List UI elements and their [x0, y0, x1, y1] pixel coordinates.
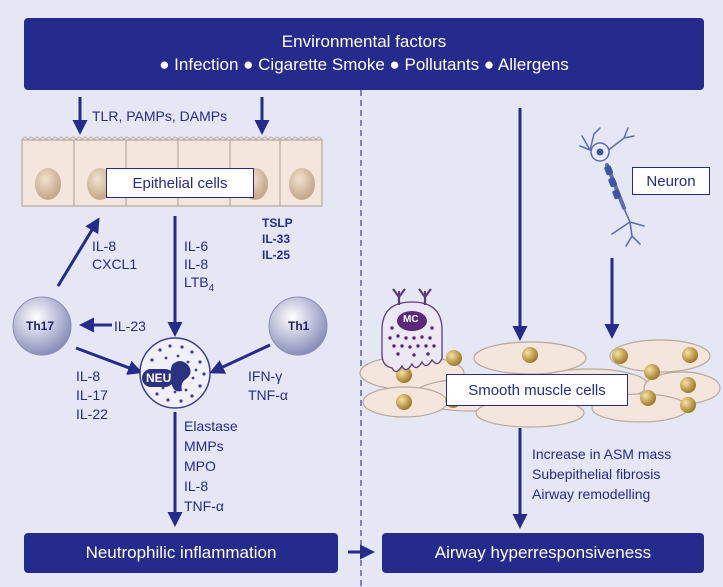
airway-hyperresponsiveness-label: Airway hyperresponsiveness [434, 543, 652, 562]
mediator-il23: IL-23 [114, 318, 146, 334]
tlr-label: TLR, PAMPs, DAMPs [92, 108, 228, 124]
header-title: Environmental factors [281, 32, 447, 51]
mediator-mpo: MPO [184, 458, 216, 474]
mediator-tnf-alpha-th1: TNF-α [248, 387, 288, 403]
neutrophilic-inflammation-label: Neutrophilic inflammation [85, 543, 277, 562]
asm-effect-fibrosis: Subepithelial fibrosis [532, 466, 661, 482]
mediator-cxcl1: CXCL1 [92, 256, 138, 272]
mediator-ltb4: LTB4 [184, 274, 214, 297]
environmental-factors-header: Environmental factors ● Infection ● Ciga… [24, 18, 704, 90]
mediator-ifn-gamma: IFN-γ [248, 368, 283, 384]
mediator-th17-il8: IL-8 [76, 368, 101, 384]
arrows [56, 97, 620, 560]
mc-label: MC [403, 314, 419, 325]
smooth-muscle-label: Smooth muscle cells [468, 381, 606, 399]
th17-label: Th17 [26, 319, 55, 333]
mediator-th17-il17: IL-17 [76, 387, 108, 403]
neuron-nucleus [596, 148, 604, 156]
neuron-box: Neuron [632, 167, 710, 195]
asm-effect-remodelling: Airway remodelling [532, 486, 651, 502]
mediator-il8-epi: IL-8 [184, 256, 209, 272]
th1-label: Th1 [288, 319, 310, 333]
ltb-subscript: 4 [208, 282, 215, 294]
mast-cell [381, 288, 443, 373]
mediator-tslp: TSLP [262, 216, 293, 230]
mediator-th17-il22: IL-22 [76, 406, 108, 422]
th17-cell [12, 296, 72, 356]
smooth-muscle-box: Smooth muscle cells [446, 374, 628, 406]
mediator-il33: IL-33 [262, 232, 291, 246]
mediator-il25: IL-25 [262, 248, 291, 262]
asm-effect-mass: Increase in ASM mass [532, 446, 672, 462]
arrow-th17-to-epi [56, 217, 100, 287]
airway-hyperresponsiveness-box: Airway hyperresponsiveness [382, 533, 704, 573]
neutrophil [139, 337, 211, 409]
mediator-il6: IL-6 [184, 238, 209, 254]
ltb-text: LTB [184, 274, 209, 290]
neutrophilic-inflammation-box: Neutrophilic inflammation [24, 533, 338, 573]
mediator-il8: IL-8 [92, 238, 117, 254]
neu-label: NEU [146, 371, 172, 385]
arrow-th17-to-neu [75, 346, 143, 375]
epithelial-cells-label: Epithelial cells [132, 174, 228, 192]
th1-cell [268, 296, 328, 356]
arrow-th1-to-neu [209, 343, 271, 374]
mediator-elastase: Elastase [184, 418, 238, 434]
neuron-label: Neuron [646, 172, 696, 190]
mediator-mmps: MMPs [184, 438, 224, 454]
neuron-axon-segments [604, 165, 621, 200]
mediator-neu-tnf-alpha: TNF-α [184, 498, 224, 514]
mediator-neu-il8: IL-8 [184, 478, 209, 494]
header-factors: ● Infection ● Cigarette Smoke ● Pollutan… [159, 55, 569, 74]
epithelial-cells-box: Epithelial cells [106, 168, 254, 198]
